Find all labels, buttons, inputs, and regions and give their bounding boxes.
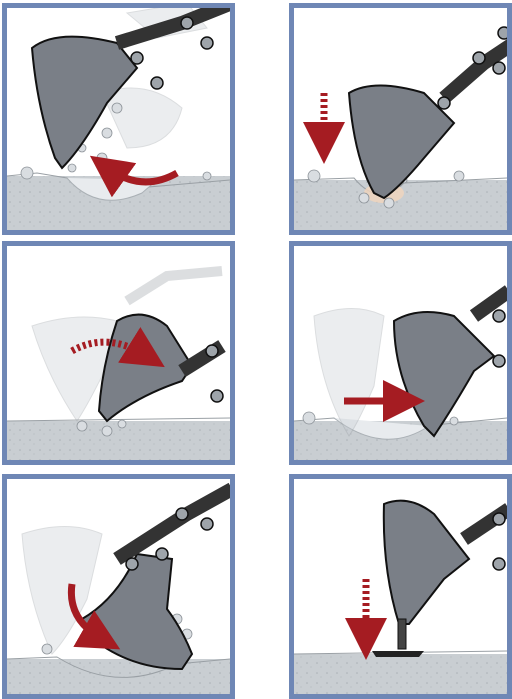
panel-5-scoop-lift <box>2 474 235 699</box>
bucket-drop-icon <box>294 8 507 230</box>
panel-1-curl-dig <box>2 3 235 235</box>
bucket-tamp-icon <box>294 479 507 694</box>
panel-4-push-forward <box>289 241 512 465</box>
panel-6-tamp-ground <box>289 474 512 699</box>
panel-3-swing-bucket <box>2 241 235 465</box>
bucket-curl-icon <box>7 8 230 230</box>
bucket-swing-icon <box>7 246 230 460</box>
bucket-push-icon <box>294 246 507 460</box>
bucket-scoop-icon <box>7 479 230 694</box>
panel-2-drop-penetrate <box>289 3 512 235</box>
